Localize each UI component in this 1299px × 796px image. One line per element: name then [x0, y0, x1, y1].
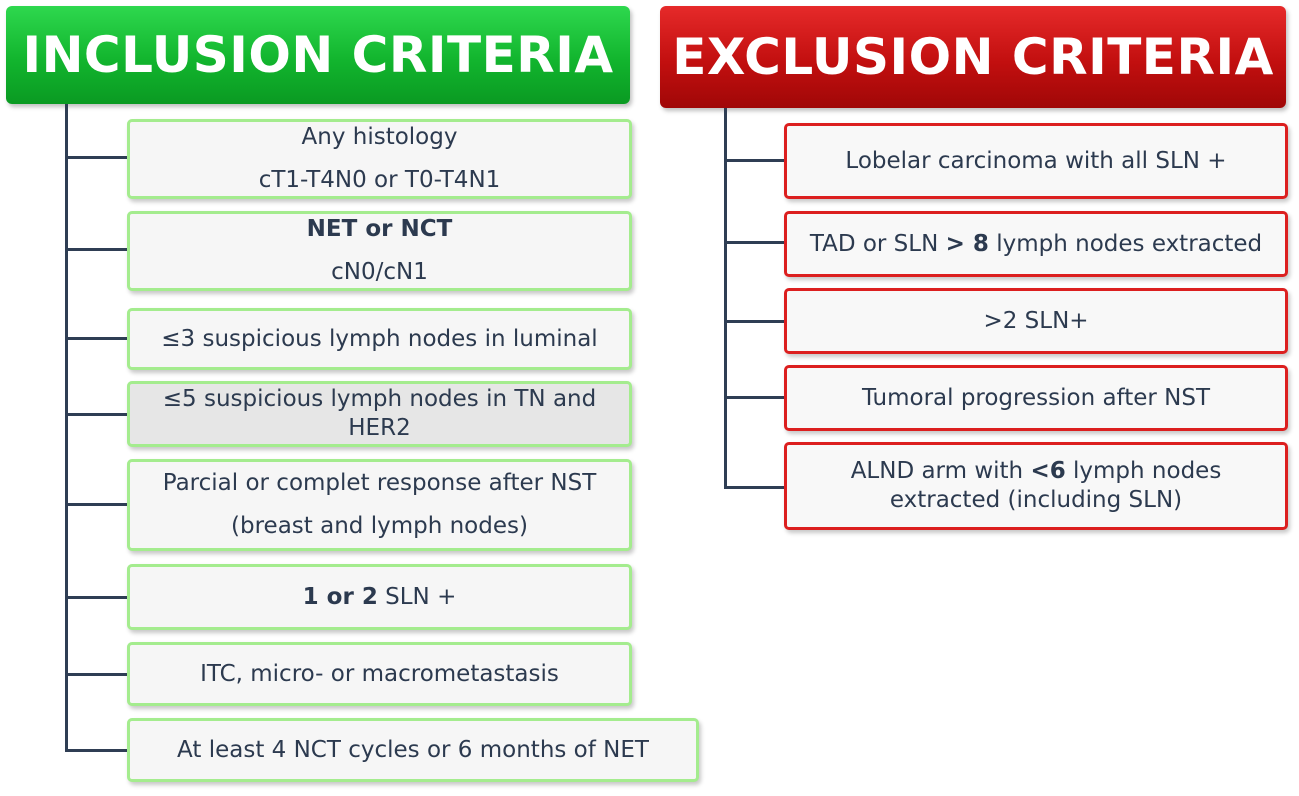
inclusion-branch-line [65, 337, 127, 340]
exclusion-branch-line [724, 241, 784, 244]
exclusion-item-bold: <6 [1030, 458, 1066, 485]
exclusion-trunk-line [724, 108, 727, 489]
exclusion-branch-line [724, 159, 784, 162]
inclusion-item-text: HER2 [348, 415, 411, 441]
inclusion-item-text: cT1-T4N0 or T0-T4N1 [258, 167, 501, 193]
inclusion-item-histology: Any histology cT1-T4N0 or T0-T4N1 [127, 119, 632, 199]
inclusion-item-sln: 1 or 2 SLN + [127, 564, 632, 630]
inclusion-criteria-title: INCLUSION CRITERIA [22, 26, 614, 84]
exclusion-item-sln: >2 SLN+ [784, 288, 1288, 354]
exclusion-item-progression: Tumoral progression after NST [784, 365, 1288, 431]
inclusion-branch-line [65, 413, 127, 416]
exclusion-item-post: lymph nodes extracted [988, 230, 1263, 257]
inclusion-trunk-line [65, 104, 68, 752]
exclusion-item-pre: TAD or SLN [809, 230, 946, 257]
inclusion-item-rest: SLN + [377, 583, 457, 610]
inclusion-item-itc: ITC, micro- or macrometastasis [127, 642, 632, 706]
inclusion-item-response: Parcial or complet response after NST (b… [127, 459, 632, 551]
exclusion-item-bold: > 8 [945, 230, 989, 257]
exclusion-item-text: >2 SLN+ [983, 307, 1089, 334]
exclusion-item-alnd: ALND arm with <6 lymph nodes extracted (… [784, 442, 1288, 530]
inclusion-item-text: Parcial or complet response after NST [162, 470, 597, 497]
exclusion-item-text: extracted (including SLN) [889, 487, 1183, 513]
inclusion-branch-line [65, 156, 127, 159]
exclusion-item-text: Lobelar carcinoma with all SLN + [845, 147, 1227, 174]
inclusion-item-text: cN0/cN1 [331, 259, 428, 285]
exclusion-item-post: lymph nodes [1065, 458, 1222, 485]
inclusion-item-text: Any histology [301, 124, 458, 151]
exclusion-item-text: TAD or SLN > 8 lymph nodes extracted [810, 230, 1262, 259]
inclusion-branch-line [65, 596, 127, 599]
exclusion-item-text: Tumoral progression after NST [861, 384, 1211, 411]
exclusion-item-text: ALND arm with <6 lymph nodes [851, 457, 1222, 486]
exclusion-branch-line [724, 396, 784, 399]
inclusion-item-luminal: ≤3 suspicious lymph nodes in luminal [127, 308, 632, 370]
inclusion-item-text: ITC, micro- or macrometastasis [200, 660, 559, 687]
exclusion-item-tad: TAD or SLN > 8 lymph nodes extracted [784, 211, 1288, 277]
inclusion-item-text: ≤3 suspicious lymph nodes in luminal [161, 325, 598, 352]
exclusion-criteria-header: EXCLUSION CRITERIA [660, 6, 1286, 108]
inclusion-item-text: 1 or 2 SLN + [303, 583, 457, 612]
exclusion-branch-line [724, 320, 784, 323]
inclusion-branch-line [65, 749, 127, 752]
inclusion-branch-line [65, 503, 127, 506]
inclusion-item-bold: 1 or 2 [302, 583, 378, 610]
exclusion-item-pre: ALND arm with [850, 458, 1031, 485]
inclusion-branch-line [65, 673, 127, 676]
inclusion-item-text: (breast and lymph nodes) [231, 513, 528, 539]
exclusion-branch-line [724, 486, 784, 489]
inclusion-item-text: ≤5 suspicious lymph nodes in TN and [162, 386, 597, 413]
inclusion-item-text: At least 4 NCT cycles or 6 months of NET [177, 736, 649, 763]
exclusion-criteria-title: EXCLUSION CRITERIA [672, 28, 1274, 86]
inclusion-branch-line [65, 248, 127, 251]
inclusion-item-cycles: At least 4 NCT cycles or 6 months of NET [127, 718, 699, 782]
inclusion-item-net-nct: NET or NCT cN0/cN1 [127, 211, 632, 291]
inclusion-criteria-header: INCLUSION CRITERIA [6, 6, 630, 104]
inclusion-item-text-bold: NET or NCT [306, 216, 453, 243]
exclusion-item-lobelar: Lobelar carcinoma with all SLN + [784, 123, 1288, 199]
inclusion-item-tn-her2: ≤5 suspicious lymph nodes in TN and HER2 [127, 381, 632, 447]
